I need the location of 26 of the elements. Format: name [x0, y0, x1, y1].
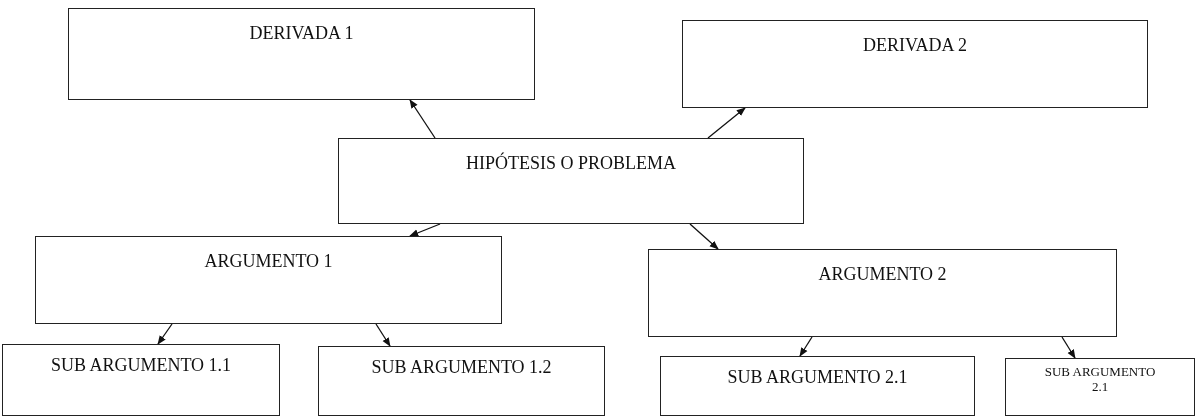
arrow [409, 99, 436, 139]
box-label: ARGUMENTO 2 [818, 264, 947, 285]
box-label: DERIVADA 1 [249, 23, 354, 44]
text-box [338, 138, 804, 224]
arrow [799, 336, 813, 357]
box-label: SUB ARGUMENTO 1.1 [50, 355, 232, 376]
text-box [648, 249, 1117, 337]
box-label: HIPÓTESIS O PROBLEMA [466, 153, 676, 174]
text-box [682, 20, 1148, 108]
text-box [35, 236, 502, 324]
text-box [318, 346, 605, 416]
box-label: DERIVADA 2 [862, 35, 968, 56]
arrow [375, 323, 391, 347]
text-box [1005, 358, 1195, 416]
text-box [660, 356, 975, 416]
box-label: SUB ARGUMENTO 1.2 [371, 357, 552, 378]
box-label: SUB ARGUMENTO 2.1 [727, 367, 908, 388]
box-label: SUB ARGUMENTO 2.1 [1043, 365, 1157, 395]
arrow [157, 323, 173, 345]
arrow [689, 223, 719, 250]
box-label: ARGUMENTO 1 [204, 251, 333, 272]
text-box [2, 344, 280, 416]
arrow [409, 223, 441, 237]
arrow [707, 107, 746, 139]
text-box [68, 8, 535, 100]
arrow [1061, 336, 1076, 359]
